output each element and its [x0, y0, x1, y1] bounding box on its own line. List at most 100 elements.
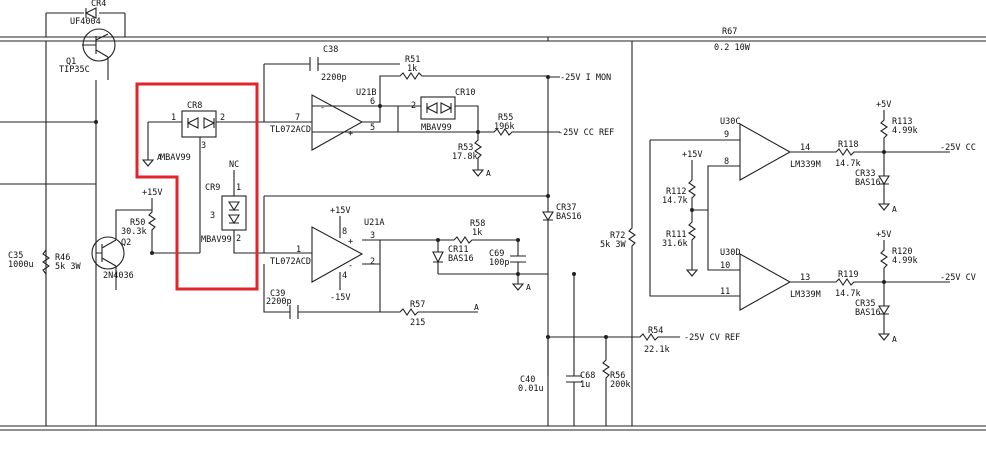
cr8-cr9: CR8 1 2 3 MBAV99 A NC CR9 1 3 2 MBAV99 — [141, 101, 264, 254]
c40-label: C40 — [520, 375, 535, 385]
svg-text:2: 2 — [220, 113, 225, 123]
i-mon-label: -25V I MON — [560, 73, 611, 83]
u21a-label: U21A — [364, 218, 384, 228]
r54-value: 22.1k — [644, 345, 670, 355]
cr8-label: CR8 — [187, 101, 202, 111]
svg-text:1: 1 — [236, 183, 241, 193]
cr10-label: CR10 — [455, 88, 475, 98]
svg-text:3: 3 — [370, 231, 375, 241]
cv-ref-label: -25V CV REF — [684, 333, 740, 343]
svg-text:2: 2 — [236, 234, 241, 244]
r57-label: R57 — [410, 300, 425, 310]
p15-a: +15V — [142, 188, 162, 198]
svg-text:3: 3 — [210, 211, 215, 221]
q2-type: 2N4036 — [103, 271, 134, 281]
center-column: CR37 BAS16 C40 0.01u C68 1u R56 200k R54… — [518, 37, 740, 426]
r50-label: R50 — [130, 218, 145, 228]
lm339-bottom: LM339M — [790, 290, 821, 300]
p5-b: +5V — [876, 230, 891, 240]
cc-ref-label: -25V CC REF — [558, 128, 614, 138]
r58-value: 1k — [472, 228, 482, 238]
mbav99-cr8: MBAV99 — [160, 153, 191, 163]
r112-value: 14.7k — [662, 196, 688, 206]
cc-out-label: -25V CC — [940, 143, 976, 153]
c38-value: 2200p — [321, 73, 347, 83]
c69-value: 100p — [489, 258, 509, 268]
r112-label: R112 — [666, 187, 686, 197]
c40-value: 0.01u — [518, 384, 544, 394]
q2-label: Q2 — [121, 238, 131, 248]
p15-b: +15V — [330, 206, 350, 216]
comparators: U30C U30D 9 8 10 11 +15V R112 14.7k R111… — [649, 100, 976, 344]
svg-text:1: 1 — [296, 245, 301, 255]
cr37-label: CR37 — [556, 203, 576, 213]
r113-value: 4.99k — [892, 126, 918, 136]
c68-value: 1u — [580, 380, 590, 390]
r51-value: 1k — [407, 64, 417, 74]
n15-label: -15V — [330, 293, 350, 303]
r119-label: R119 — [838, 270, 858, 280]
cr35-label: CR35 — [855, 299, 875, 309]
r113-label: R113 — [892, 117, 912, 127]
svg-text:6: 6 — [370, 97, 375, 107]
c38-label: C38 — [323, 45, 338, 55]
r119-value: 14.7k — [835, 289, 861, 299]
svg-text:11: 11 — [720, 287, 730, 297]
c39-value: 2200p — [266, 297, 292, 307]
r111-label: R111 — [666, 230, 686, 240]
svg-text:4: 4 — [342, 271, 347, 281]
c35-value: 1000u — [8, 260, 34, 270]
r56-value: 200k — [610, 380, 630, 390]
r54-label: R54 — [648, 326, 663, 336]
mbav99-cr10: MBAV99 — [421, 123, 452, 133]
bas16-cr37: BAS16 — [556, 212, 582, 222]
r57-value: 215 — [410, 318, 425, 328]
svg-text:A: A — [486, 169, 491, 178]
r46-label: R46 — [55, 253, 70, 263]
svg-text:2: 2 — [411, 101, 416, 111]
u30d-label: U30D — [720, 248, 740, 258]
svg-text:8: 8 — [342, 227, 347, 237]
r50-value: 30.3k — [121, 227, 147, 237]
rails — [0, 36, 986, 431]
p5-a: +5V — [876, 100, 891, 110]
uf4004-label: UF4004 — [70, 17, 101, 27]
r51-label: R51 — [405, 55, 420, 65]
r58-label: R58 — [470, 219, 485, 229]
cr4-label: CR4 — [91, 0, 106, 9]
r67-label: R67 — [722, 27, 737, 37]
svg-text:1: 1 — [171, 113, 176, 123]
svg-text:+: + — [348, 129, 353, 139]
svg-text:8: 8 — [724, 157, 729, 167]
svg-text:TL072ACD: TL072ACD — [270, 125, 311, 135]
cr11-label: CR11 — [448, 245, 468, 255]
r67-value: 0.2 10W — [714, 43, 751, 53]
svg-text:5: 5 — [370, 123, 375, 133]
highlight-box — [135, 82, 259, 291]
r53-value: 17.8k — [452, 152, 478, 162]
bas16-cr11: BAS16 — [448, 254, 474, 264]
svg-text:3: 3 — [201, 141, 206, 151]
svg-text:10: 10 — [720, 261, 730, 271]
bas16-cr35: BAS16 — [855, 308, 881, 318]
svg-text:7: 7 — [295, 113, 300, 123]
c68-label: C68 — [580, 371, 595, 381]
cr33-label: CR33 — [855, 169, 875, 179]
u21a: +15V -15V U21A 1 8 3 2 4 + - TL072ACD R5… — [263, 195, 548, 328]
r55-value: 196k — [494, 122, 514, 132]
r118-value: 14.7k — [835, 159, 861, 169]
svg-text:9: 9 — [724, 130, 729, 140]
tip35c-label: TIP35C — [59, 65, 90, 75]
net-a: A — [474, 303, 479, 312]
r72-value: 5k 3W — [600, 240, 626, 250]
c39-label: C39 — [270, 289, 285, 299]
cr9-label: CR9 — [205, 183, 220, 193]
left-section: CR4 UF4004 Q1 TIP35C C35 1000u R46 5k 3W… — [0, 0, 200, 426]
r72-label: R72 — [610, 231, 625, 241]
c69-label: C69 — [489, 249, 504, 259]
svg-text:-: - — [348, 261, 353, 271]
cv-out-label: -25V CV — [940, 273, 976, 283]
nc-label: NC — [229, 160, 239, 170]
mbav99-cr9: MBAV99 — [201, 235, 232, 245]
